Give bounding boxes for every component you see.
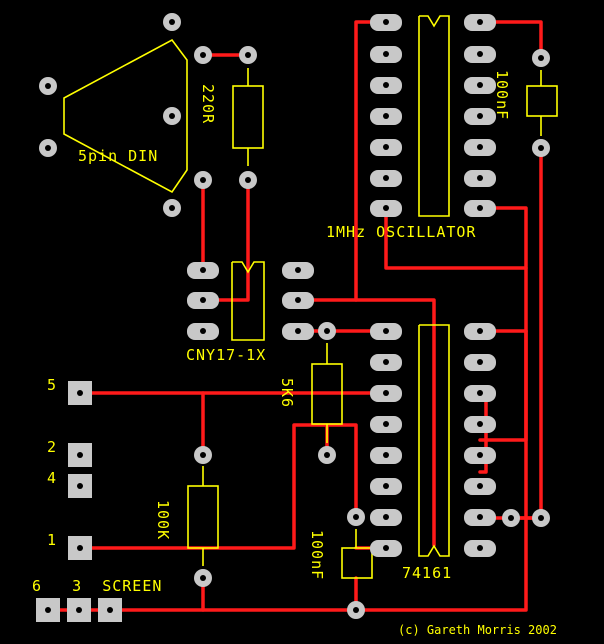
silkscreen-outlines — [63, 15, 558, 579]
r220-body — [232, 85, 264, 149]
connector-pin1-label: 1 — [47, 531, 57, 549]
osc-ic-outline — [418, 15, 450, 217]
counter-label: 74161 — [402, 564, 452, 582]
trace-ground — [46, 329, 528, 612]
din-label: 5pin DIN — [78, 147, 158, 165]
connector-pin4-label: 4 — [47, 469, 57, 487]
trace-osc-out — [478, 206, 528, 442]
r100k-body — [187, 485, 219, 549]
c100nf-top-body — [526, 85, 558, 117]
connector-pin5-label: 5 — [47, 376, 57, 394]
trace-right-rail — [514, 146, 543, 520]
pads — [36, 13, 550, 622]
connector-pads — [36, 381, 122, 622]
credit-label: (c) Gareth Morris 2002 — [398, 623, 557, 637]
connector-pin2-label: 2 — [47, 438, 57, 456]
r100k-label: 100K — [154, 500, 172, 540]
trace-osc-vcc — [354, 20, 388, 302]
counter-ic-pads — [370, 323, 496, 557]
trace-osc-gnd — [384, 206, 528, 270]
osc-ic-pads — [370, 14, 496, 217]
c100nf-top-label: 100nF — [493, 70, 511, 120]
r5k6-label: 5K6 — [278, 378, 296, 408]
silkscreen-labels: 5pin DIN 220R 100nF 1MHz OSCILLATOR CNY1… — [32, 70, 557, 637]
oscillator-label: 1MHz OSCILLATOR — [326, 223, 476, 241]
din-outline — [63, 38, 188, 194]
counter-outline — [418, 324, 450, 557]
trace-cap-top — [478, 20, 543, 60]
c100nf-bottom-label: 100nF — [308, 530, 326, 580]
opto-pads — [187, 262, 314, 340]
trace-pin1 — [78, 423, 358, 550]
c100nf-bottom-body — [341, 547, 373, 579]
opto-label: CNY17-1X — [186, 346, 266, 364]
r220-label: 220R — [199, 84, 217, 124]
opto-outline — [231, 261, 265, 341]
trace-opto-out — [296, 298, 436, 547]
trace-r220-opto — [201, 178, 250, 302]
screen-label: 6 3 SCREEN — [32, 577, 162, 595]
